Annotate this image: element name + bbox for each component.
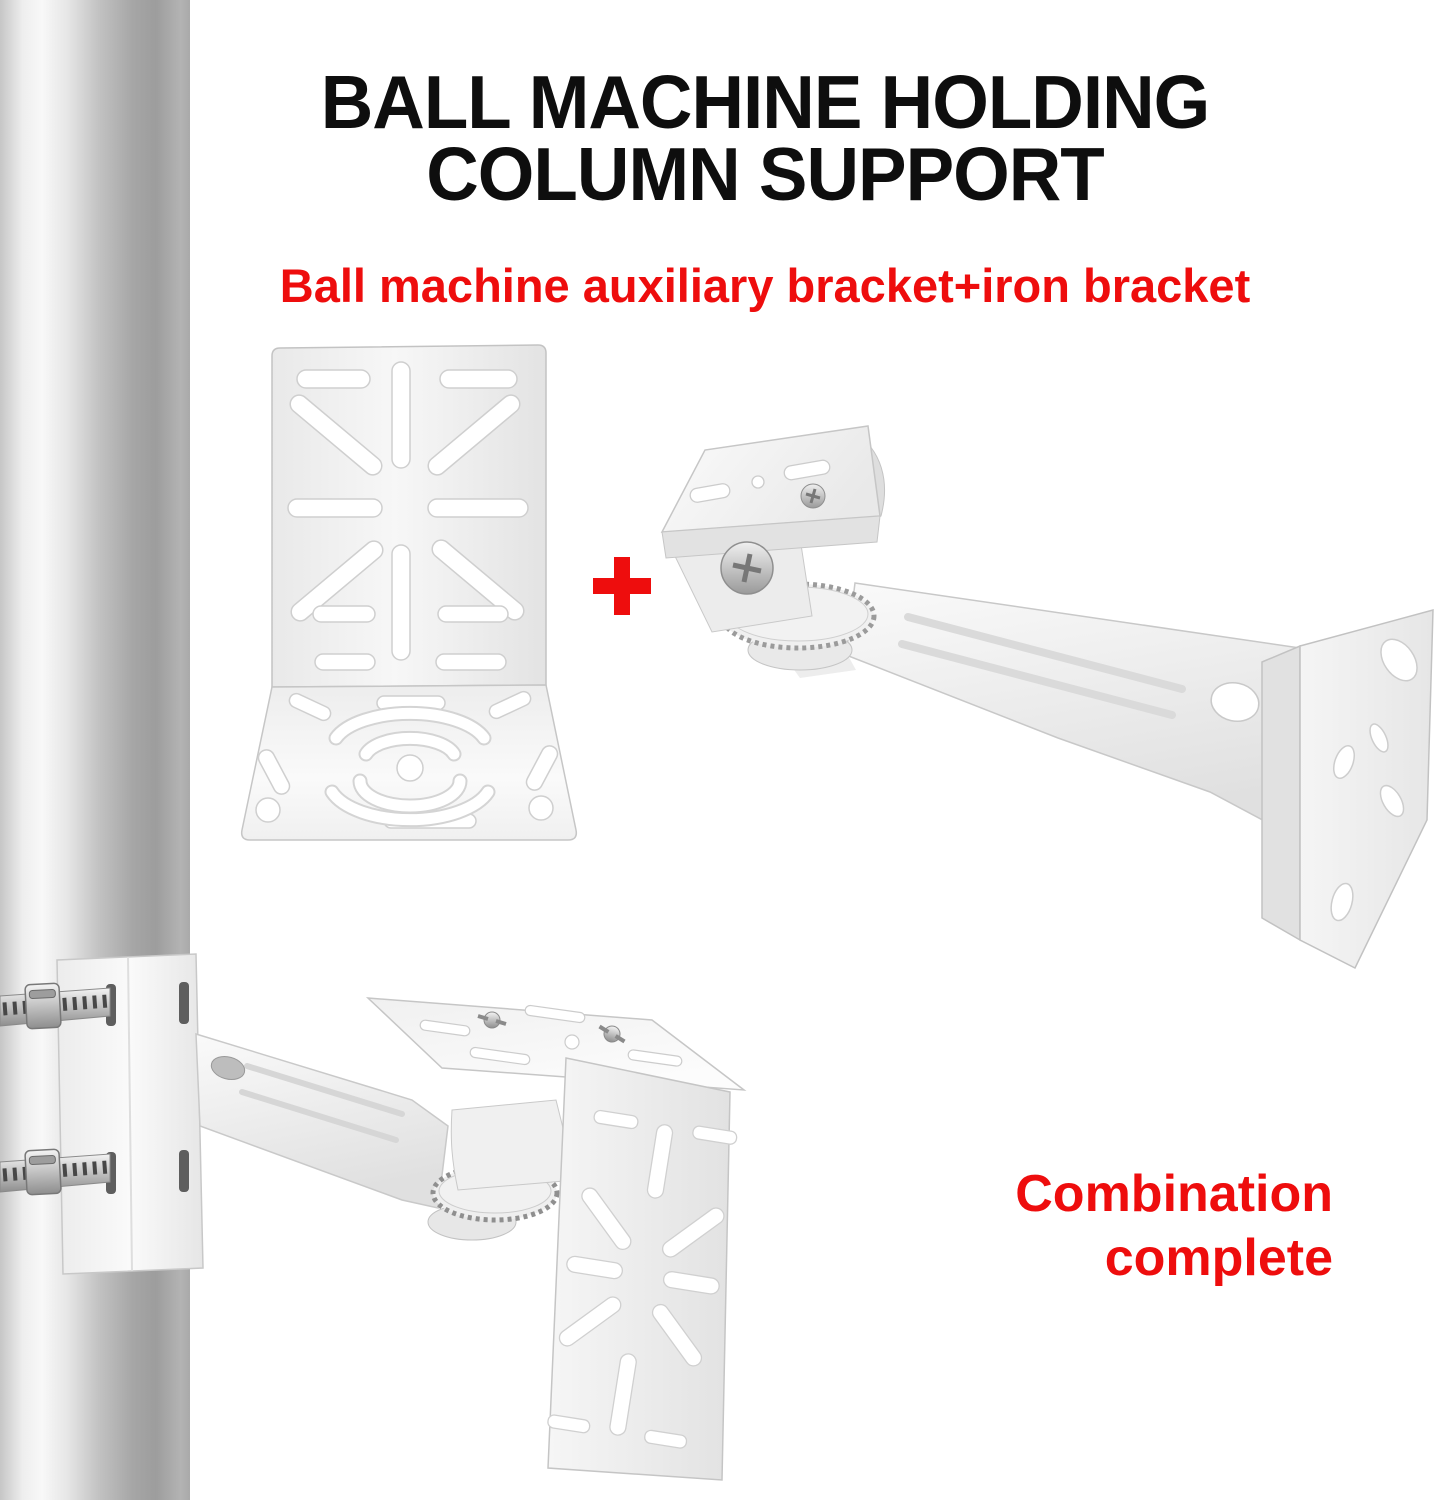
camera-plate-lip: [661, 515, 881, 559]
assembly-arm-ridges: [239, 1063, 405, 1143]
plate-screw: [800, 483, 826, 509]
hose-clamp-lower: [0, 1148, 111, 1196]
wall-plate-flange: [1261, 644, 1301, 942]
iron-bracket-photo: [660, 425, 1434, 970]
block-crease: [127, 956, 133, 1272]
subtitle: Ball machine auxiliary bracket+iron brac…: [279, 259, 1251, 312]
wing-screw-right: [598, 1024, 626, 1044]
plus-icon: [589, 553, 655, 619]
wall-plate-holes: [1330, 638, 1418, 922]
assembly-arm-hole: [210, 1055, 246, 1081]
camera-plate-slots: [689, 459, 831, 503]
caption: Combination complete: [1015, 1162, 1333, 1290]
arm-hole: [1210, 682, 1260, 722]
assembly-starburst-cutouts: [547, 1109, 738, 1449]
auxiliary-bracket-photo: [240, 344, 578, 841]
caption-line-2: complete: [1104, 1229, 1333, 1287]
arm-ridges: [898, 613, 1186, 719]
caption-line-1: Combination: [1015, 1165, 1333, 1223]
page-title: BALL MACHINE HOLDING COLUMN SUPPORT: [120, 60, 1410, 216]
title-line-1: BALL MACHINE HOLDING: [320, 60, 1211, 144]
assembly-photo: [0, 953, 747, 1481]
title-line-2: COLUMN SUPPORT: [426, 132, 1105, 216]
assembly-arm: [195, 1032, 449, 1209]
wing-screw-left: [477, 1011, 507, 1029]
hinge-screw: [720, 541, 774, 595]
hose-clamp-upper: [0, 982, 111, 1030]
assembly-cone: [450, 1099, 577, 1191]
top-plate-slots: [419, 1004, 683, 1067]
header: BALL MACHINE HOLDING COLUMN SUPPORT Ball…: [100, 60, 1430, 313]
base-arc-cutouts: [324, 705, 496, 828]
assembly-vertical-plate: [547, 1057, 731, 1481]
camera-plate: [660, 425, 881, 533]
wall-plate: [1299, 609, 1434, 970]
